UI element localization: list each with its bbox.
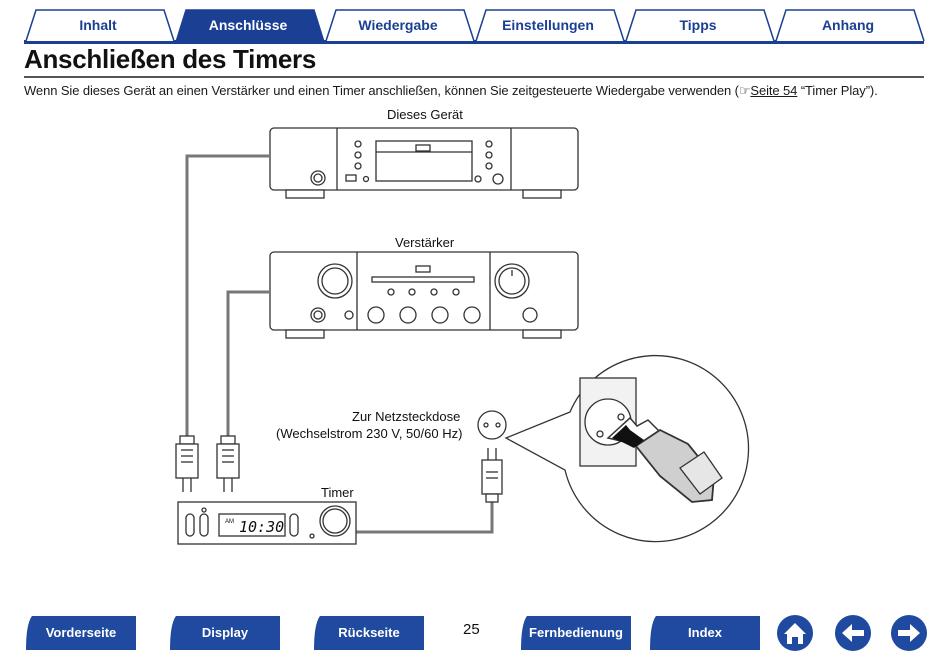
tab-label: Einstellungen bbox=[502, 17, 594, 33]
timer-label: Timer bbox=[321, 485, 354, 500]
intro-text: Wenn Sie dieses Gerät an einen Verstärke… bbox=[24, 83, 739, 98]
front-button[interactable]: Vorderseite bbox=[24, 614, 138, 652]
page-link[interactable]: Seite 54 bbox=[750, 83, 798, 98]
back-button[interactable]: Rückseite bbox=[312, 614, 426, 652]
plug-3 bbox=[481, 448, 503, 503]
tab-label: Wiedergabe bbox=[358, 17, 438, 33]
timer-am: AM bbox=[225, 519, 234, 525]
connection-diagram: AM 10:30 bbox=[175, 127, 750, 545]
tab-wiedergabe[interactable]: Wiedergabe bbox=[324, 8, 475, 42]
display-button[interactable]: Display bbox=[168, 614, 282, 652]
tab-underline bbox=[24, 40, 924, 44]
amplifier-label: Verstärker bbox=[395, 235, 455, 250]
index-button[interactable]: Index bbox=[648, 614, 762, 652]
plug-2 bbox=[216, 435, 240, 492]
amplifier-device bbox=[269, 251, 579, 339]
next-button[interactable] bbox=[890, 614, 928, 652]
prev-button[interactable] bbox=[834, 614, 872, 652]
home-icon bbox=[777, 615, 813, 651]
outlet-label: Zur Netzsteckdose bbox=[352, 409, 461, 424]
index-label: Index bbox=[688, 625, 722, 640]
tab-einstellungen[interactable]: Einstellungen bbox=[474, 8, 625, 42]
tab-label: Tipps bbox=[679, 17, 717, 33]
outlet-symbol bbox=[477, 410, 507, 440]
device-label: Dieses Gerät bbox=[387, 107, 463, 122]
intro-paragraph: Wenn Sie dieses Gerät an einen Verstärke… bbox=[24, 83, 929, 99]
tab-label: Inhalt bbox=[79, 17, 117, 33]
remote-button[interactable]: Fernbedienung bbox=[519, 614, 633, 652]
arrow-right-icon bbox=[891, 615, 927, 651]
plug-1 bbox=[175, 435, 199, 492]
outlet-callout bbox=[504, 354, 750, 543]
outlet-voltage-label: (Wechselstrom 230 V, 50/60 Hz) bbox=[276, 426, 463, 441]
arrow-left-icon bbox=[835, 615, 871, 651]
home-button[interactable] bbox=[776, 614, 814, 652]
tab-anschluesse[interactable]: Anschlüsse bbox=[174, 8, 325, 42]
tab-anhang[interactable]: Anhang bbox=[774, 8, 925, 42]
player-device bbox=[269, 127, 579, 199]
display-label: Display bbox=[201, 625, 249, 640]
pointing-hand-icon: ☞ bbox=[738, 83, 751, 98]
back-label: Rückseite bbox=[338, 625, 400, 640]
tab-tipps[interactable]: Tipps bbox=[624, 8, 775, 42]
tab-label: Anhang bbox=[821, 17, 875, 33]
timer-device bbox=[177, 501, 357, 545]
title-rule bbox=[24, 76, 924, 78]
page-number: 25 bbox=[463, 621, 480, 638]
timer-time: 10:30 bbox=[239, 518, 284, 536]
remote-label: Fernbedienung bbox=[529, 625, 623, 640]
front-label: Vorderseite bbox=[45, 625, 117, 640]
tab-bar: Inhalt Anschlüsse Wiedergabe Einstellung… bbox=[24, 8, 925, 44]
tab-label: Anschlüsse bbox=[208, 17, 288, 33]
intro-text-after: “Timer Play”). bbox=[797, 83, 878, 98]
tab-inhalt[interactable]: Inhalt bbox=[24, 8, 175, 42]
page-title: Anschließen des Timers bbox=[24, 44, 317, 74]
